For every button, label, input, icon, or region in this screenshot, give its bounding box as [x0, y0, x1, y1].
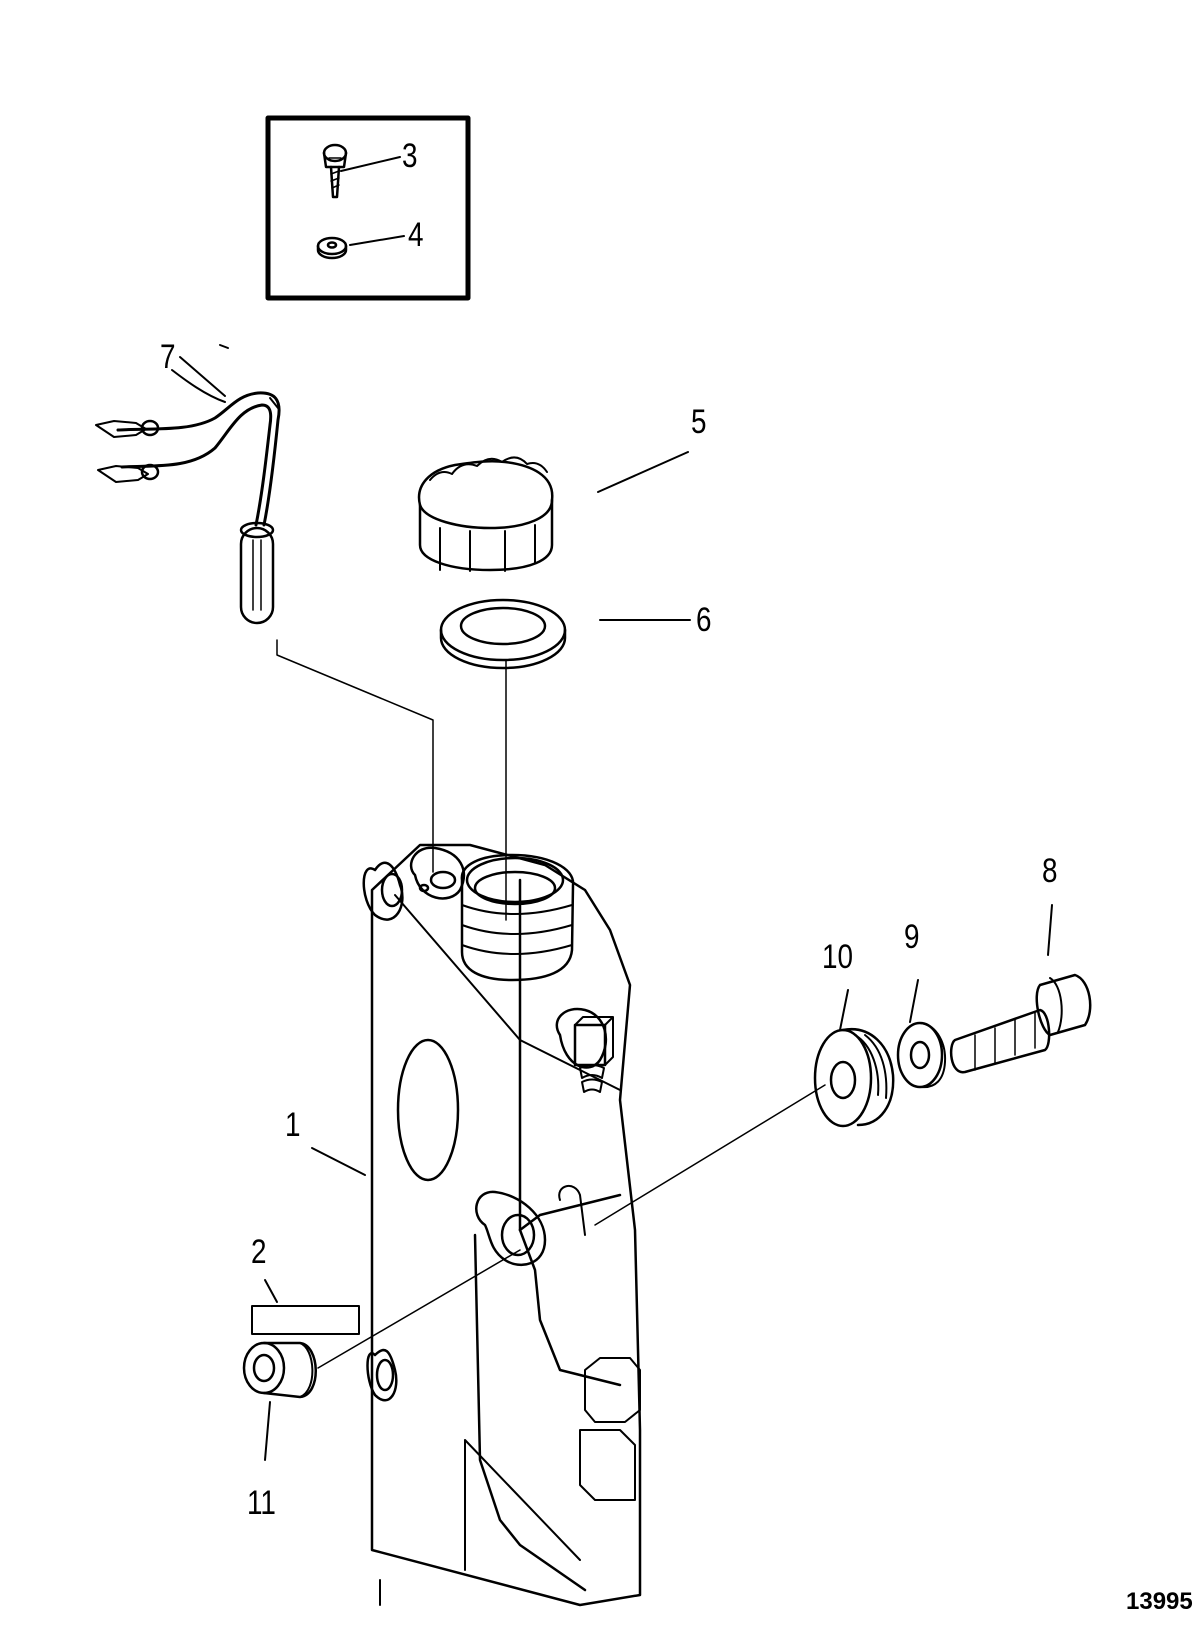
decal-label-icon: [251, 1305, 360, 1335]
callout-9: 9: [904, 918, 920, 956]
leader-line-5: [597, 451, 689, 493]
screw-icon: [322, 143, 348, 199]
callout-1: 1: [285, 1106, 301, 1144]
callout-6: 6: [696, 601, 712, 639]
grommet-assembly-line: [594, 1084, 826, 1226]
bolt-icon: [949, 973, 1092, 1074]
leader-line-4: [349, 235, 405, 246]
fill-cap-icon: [417, 456, 554, 572]
callout-7: 7: [160, 338, 176, 376]
figure-number: 13995: [1126, 1588, 1193, 1615]
callout-8: 8: [1042, 852, 1058, 890]
leader-line-7: [179, 356, 226, 397]
callout-2: 2: [251, 1233, 267, 1271]
leader-line-9: [909, 979, 919, 1023]
callout-10: 10: [822, 938, 854, 976]
gasket-ring-icon: [439, 598, 567, 670]
reservoir-body-icon: [362, 843, 642, 1607]
leader-line-1: [311, 1147, 366, 1176]
grommet-icon: [813, 1027, 895, 1128]
leader-line-11: [264, 1401, 271, 1461]
level-sensor-icon: [95, 344, 281, 625]
callout-11: 11: [247, 1484, 276, 1522]
washer-icon: [316, 236, 348, 260]
sensor-assembly-line: [276, 639, 434, 873]
bushing-icon: [242, 1341, 317, 1399]
hardware-inset-box: [265, 115, 471, 301]
callout-5: 5: [691, 403, 707, 441]
callout-3: 3: [402, 137, 418, 175]
bushing-assembly-line: [317, 1249, 521, 1369]
leader-line-2: [264, 1279, 278, 1303]
leader-line-8: [1047, 904, 1053, 956]
washer-9-icon: [896, 1021, 947, 1089]
leader-line-3: [340, 156, 401, 172]
callout-4: 4: [408, 216, 424, 254]
leader-line-10: [839, 989, 849, 1031]
